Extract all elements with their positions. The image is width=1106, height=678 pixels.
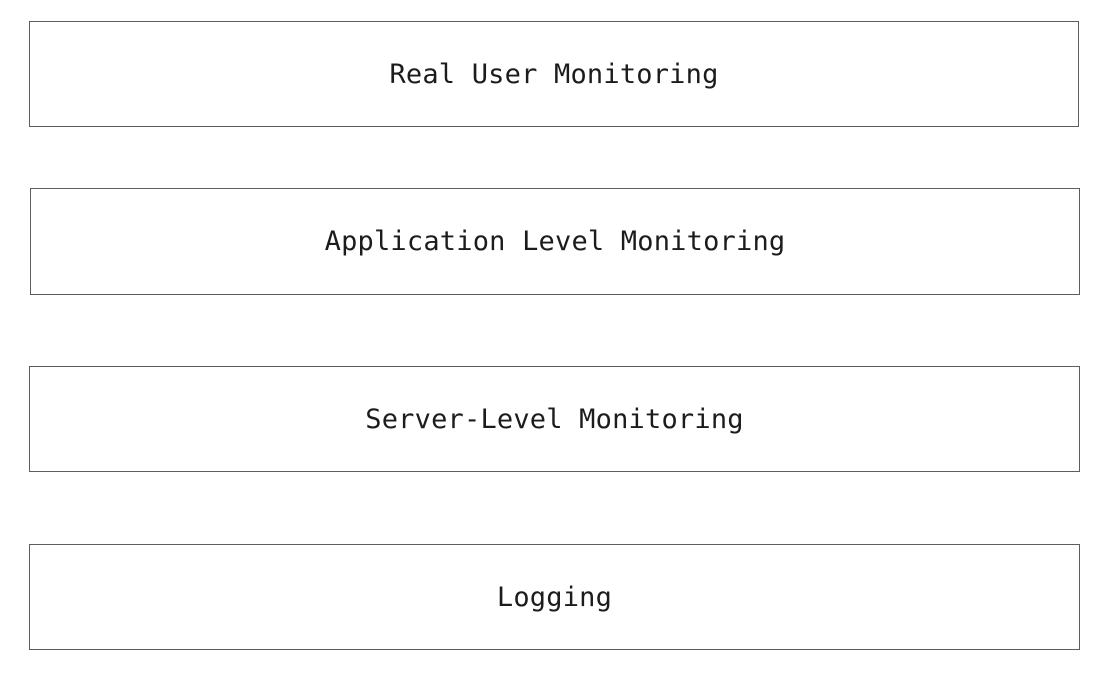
- layer-box-application-level-monitoring: Application Level Monitoring: [30, 188, 1080, 295]
- layer-label: Application Level Monitoring: [324, 226, 786, 257]
- layer-label: Server-Level Monitoring: [365, 403, 744, 435]
- layer-box-logging: Logging: [29, 544, 1080, 650]
- layer-label: Real User Monitoring: [389, 58, 719, 90]
- layer-box-real-user-monitoring: Real User Monitoring: [29, 21, 1079, 127]
- layer-box-server-level-monitoring: Server-Level Monitoring: [29, 366, 1080, 472]
- layer-label: Logging: [496, 581, 613, 613]
